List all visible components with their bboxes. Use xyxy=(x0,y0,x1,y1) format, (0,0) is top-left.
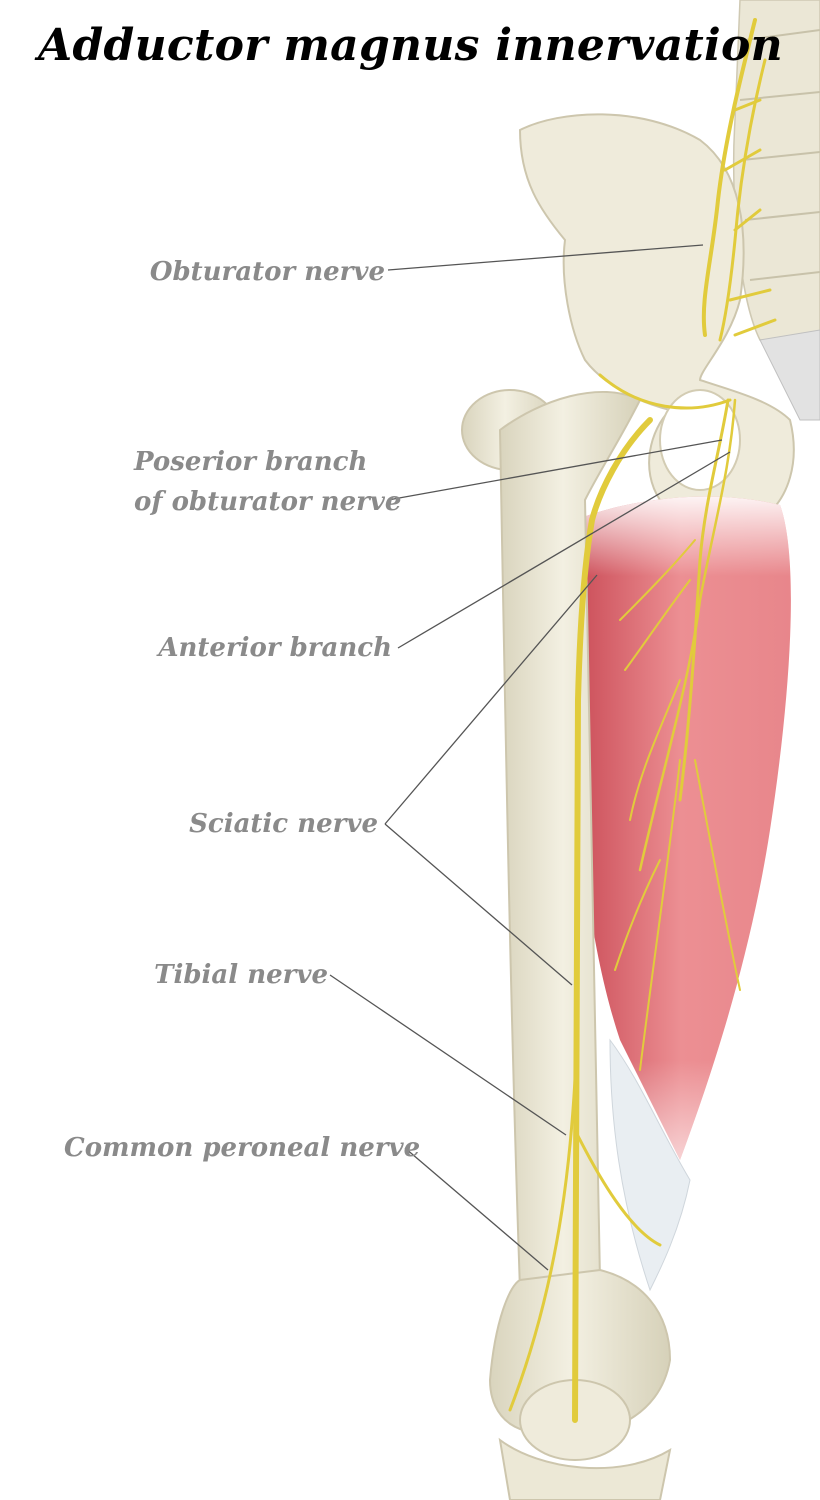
label-obturator-nerve: Obturator nerve xyxy=(149,257,385,287)
label-posterior-branch-line2: of obturator nerve xyxy=(134,487,402,517)
label-sciatic-nerve: Sciatic nerve xyxy=(189,809,378,839)
leader-tibial-nerve xyxy=(329,974,567,1136)
leader-common-peroneal xyxy=(404,1147,549,1271)
label-common-peroneal-nerve: Common peroneal nerve xyxy=(64,1133,421,1163)
leader-lines xyxy=(329,244,731,1271)
obturator-foramen xyxy=(659,389,741,491)
page-title: Adductor magnus innervation xyxy=(38,20,783,71)
leader-obturator-nerve xyxy=(387,244,704,271)
label-tibial-nerve: Tibial nerve xyxy=(154,960,328,990)
adductor-magnus-muscle xyxy=(570,496,791,1292)
label-anterior-branch: Anterior branch xyxy=(158,633,392,663)
leader-anterior-branch xyxy=(397,451,731,649)
leader-posterior-branch xyxy=(387,439,723,501)
leader-sciatic-lower xyxy=(384,823,573,986)
leader-sciatic-upper xyxy=(384,574,598,825)
nerve-paths xyxy=(508,18,777,1423)
label-posterior-branch-line1: Poserior branch xyxy=(134,447,368,477)
femur xyxy=(461,389,672,1500)
